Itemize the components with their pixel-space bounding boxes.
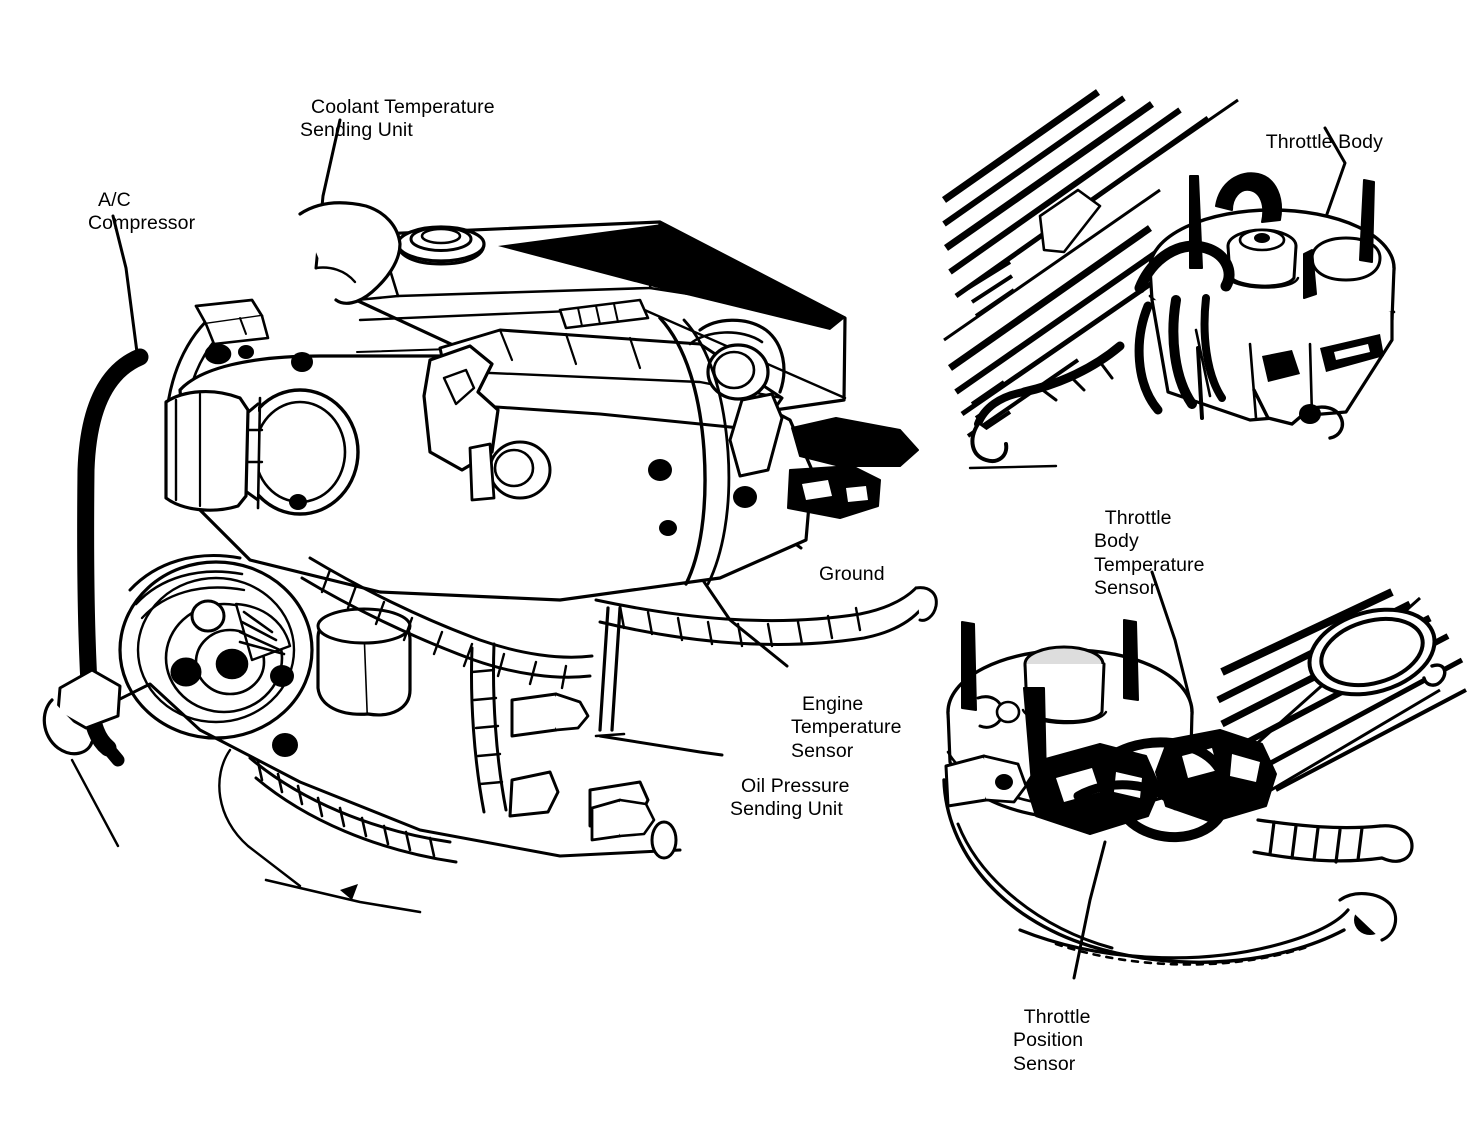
leader-tb-temp-sensor [1150, 570, 1192, 702]
oil-filler-cap [396, 225, 486, 266]
tb-hoses-upper [970, 240, 1345, 463]
plug-cap [650, 820, 678, 860]
stud-right [1359, 179, 1375, 263]
wiring-harness-right [594, 586, 938, 648]
wiring-harness-down [470, 642, 508, 814]
ground-boss [648, 459, 672, 481]
tb-lower-linkage [1155, 729, 1277, 823]
ground-strap [791, 417, 919, 467]
oil-filter [316, 607, 412, 717]
label-throttle-body-temperature-sensor: Throttle Body Temperature Sensor [1094, 506, 1205, 600]
label-throttle-position-sensor: Throttle Position Sensor [1013, 1005, 1091, 1075]
ribbed-hose-lower [248, 756, 458, 864]
main-engine-view [42, 201, 938, 914]
stud-lower-right [1123, 619, 1139, 701]
tb-center-cap [1224, 228, 1300, 289]
stud-left [1189, 175, 1203, 269]
inset-lower-port [1307, 607, 1447, 697]
sensor-boss-1 [291, 352, 313, 372]
label-oil-pressure-sending-unit: Oil Pressure Sending Unit [730, 774, 850, 821]
leader-throttle-body [1323, 126, 1347, 216]
leader-oil-pressure [598, 734, 724, 757]
throttle-body-inset-upper [941, 89, 1396, 470]
air-inlet-tube [164, 390, 250, 512]
label-ground: Ground [819, 562, 885, 585]
label-throttle-body: Throttle Body [1265, 130, 1383, 153]
oil-pan-edge [116, 682, 682, 858]
cowl-hatch-upper [941, 89, 1239, 438]
label-engine-temperature-sensor: Engine Temperature Sensor [791, 692, 902, 762]
label-ac-compressor: A/C Compressor [88, 188, 196, 235]
ground-boss-2 [733, 486, 757, 508]
valve-cover-shadow [498, 224, 846, 330]
coolant-housing [298, 201, 402, 305]
accessory-pulleys [118, 554, 314, 757]
center-bracket [422, 344, 500, 472]
tb-bracket [1215, 172, 1282, 223]
throttle-body-inset-lower [942, 588, 1467, 966]
arrow-head [340, 884, 358, 900]
label-coolant-temperature-sending-unit: Coolant Temperature Sending Unit [300, 95, 495, 142]
wiring-harness-left [300, 556, 594, 690]
oil-pressure-stem [598, 606, 610, 732]
inset-lower-hose [1252, 818, 1414, 942]
stud-lower-left [961, 621, 977, 711]
leader-throttle-position [1072, 840, 1107, 980]
leader-ac-compressor [111, 214, 140, 362]
